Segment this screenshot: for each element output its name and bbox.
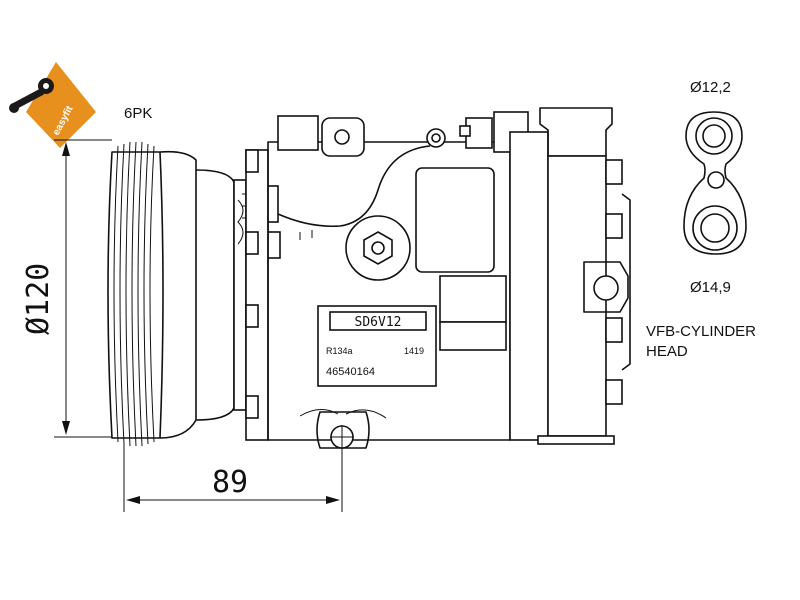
- wrench-icon: [9, 78, 54, 113]
- pulley-diameter-dimension: Ø120: [21, 139, 112, 438]
- compressor-body: [245, 111, 529, 449]
- fitting-type-line1: VFB-CYLINDER: [646, 323, 756, 340]
- offset-dimension: 89: [123, 444, 343, 512]
- oring-small-label: Ø12,2: [690, 79, 731, 96]
- nameplate-model: SD6V12: [355, 315, 402, 330]
- nameplate-code: 1419: [404, 346, 424, 356]
- pulley-grooves-label: 6PK: [124, 105, 152, 122]
- nameplate-part-number: 46540164: [326, 366, 375, 378]
- oring-detail: Ø12,2 Ø14,9 VFB-CYLINDER HEAD: [646, 79, 756, 360]
- nameplate-refrigerant: R134a: [326, 346, 353, 356]
- pulley: [107, 141, 247, 447]
- pulley-grooves: [113, 141, 155, 447]
- easyfit-logo: easyfit: [9, 62, 96, 148]
- oring-large-label: Ø14,9: [690, 279, 731, 296]
- cylinder-head: [509, 107, 631, 445]
- fitting-type-line2: HEAD: [646, 343, 688, 360]
- nameplate: SD6V12 R134a 1419 46540164: [317, 305, 437, 387]
- pulley-diameter-label: Ø120: [21, 263, 56, 335]
- offset-length-label: 89: [212, 465, 248, 500]
